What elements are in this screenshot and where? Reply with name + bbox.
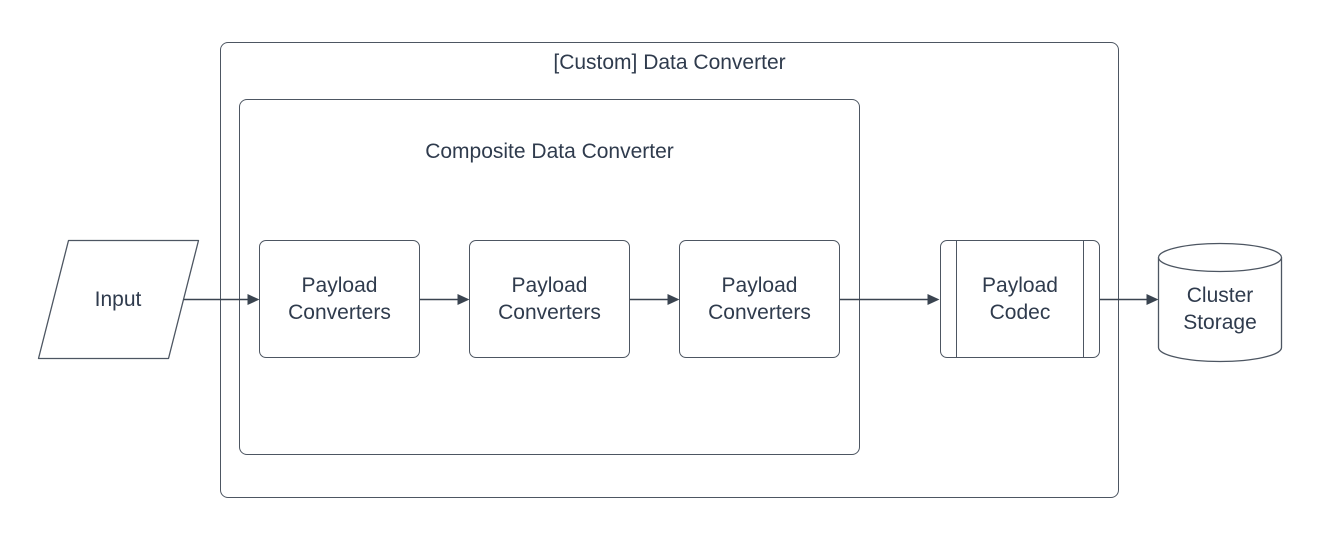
payload-converters-node-1: Payload Converters (259, 240, 420, 358)
payload-converters-node-2: Payload Converters (469, 240, 630, 358)
node-label-line: Converters (288, 301, 391, 324)
payload-codec-node: Payload Codec (940, 240, 1100, 358)
node-label-line: Storage (1183, 310, 1257, 334)
node-label-line: Converters (708, 301, 811, 324)
custom-data-converter-label: [Custom] Data Converter (553, 51, 786, 74)
node-label-line: Payload (982, 274, 1058, 297)
cylinder-body (1157, 257, 1283, 363)
subroutine-left-bar (956, 241, 957, 357)
payload-converters-node-3: Payload Converters (679, 240, 840, 358)
node-label-line: Payload (511, 274, 588, 297)
composite-data-converter-label: Composite Data Converter (425, 140, 674, 163)
node-label-line: Codec (989, 301, 1051, 324)
node-label-line: Payload (301, 274, 378, 297)
cluster-storage-cylinder-shape (1157, 242, 1283, 363)
node-label-line: Payload (721, 274, 798, 297)
node-label-line: Converters (498, 301, 601, 324)
cluster-storage-node-label: Cluster Storage (1158, 243, 1282, 361)
input-node-label: Input (38, 240, 198, 358)
input-parallelogram-shape (37, 239, 200, 360)
cylinder-top-ellipse (1157, 242, 1283, 273)
subroutine-right-bar (1083, 241, 1084, 357)
node-label-line: Cluster (1186, 283, 1254, 307)
node-label-line: Input (94, 287, 142, 311)
